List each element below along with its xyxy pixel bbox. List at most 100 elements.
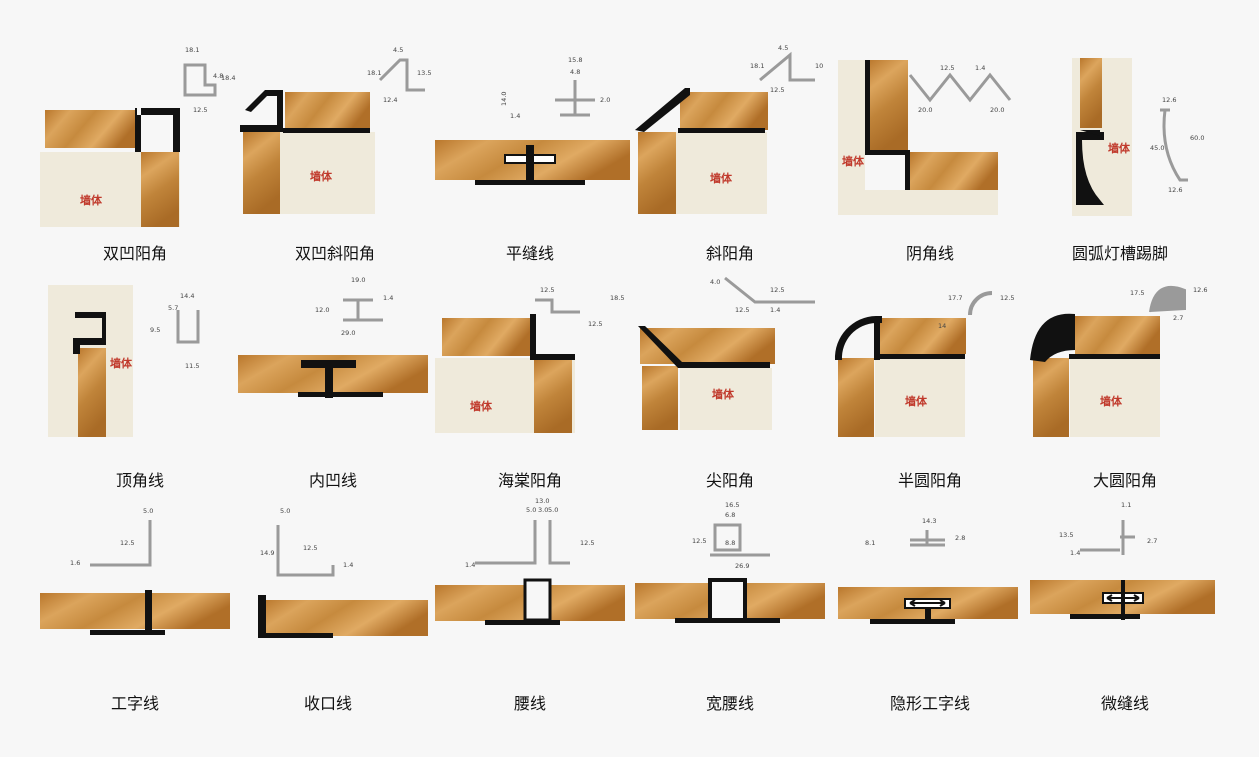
dim-label: 5.0 xyxy=(280,507,290,515)
item-label: 顶角线 xyxy=(115,471,164,490)
dim-label: 8.1 xyxy=(865,539,875,547)
dim-label: 12.5 xyxy=(735,306,749,314)
dim-label: 14 xyxy=(938,322,946,330)
dim-label: 12.6 xyxy=(1193,286,1207,294)
dim-label: 18.1 xyxy=(367,69,381,77)
dim-label: 12.5 xyxy=(770,86,784,94)
item-label: 半圆阳角 xyxy=(897,471,962,490)
dim-label: 4.0 xyxy=(710,278,720,286)
dim-label: 4.5 xyxy=(393,46,403,54)
wall-label: 墙体 xyxy=(110,356,133,370)
wall-label: 墙体 xyxy=(80,193,103,207)
wood-panel xyxy=(45,110,137,148)
item-label: 阴角线 xyxy=(905,244,954,263)
dim-label: 12.5 xyxy=(940,64,954,72)
dim-label: 2.7 xyxy=(1147,537,1157,545)
dim-label: 19.0 xyxy=(351,276,365,284)
dim-label: 12.0 xyxy=(315,306,329,314)
diagram-2: 墙体 4.5 18.1 12.4 13.5 双凹斜阳角 xyxy=(235,40,435,265)
wall-label: 墙体 xyxy=(1100,394,1123,408)
dim-label: 18.4 xyxy=(221,74,235,82)
dim-label: 13.5 xyxy=(417,69,431,77)
dim-label: 20.0 xyxy=(918,106,932,114)
diagram-7: 墙体 14.4 5.7 9.5 11.5 顶角线 xyxy=(40,270,240,495)
dim-label: 26.9 xyxy=(735,562,749,570)
wall-label: 墙体 xyxy=(710,171,733,185)
dim-label: 2.8 xyxy=(955,534,965,542)
dim-label: 12.6 xyxy=(1162,96,1176,104)
diagram-11: 墙体 17.7 12.5 14 半圆阳角 xyxy=(830,270,1030,495)
diagram-14: 5.0 14.9 12.5 1.4 收口线 xyxy=(228,495,428,720)
dim-label: 4.8 xyxy=(570,68,580,76)
item-label: 双凹阳角 xyxy=(102,244,167,263)
dim-label: 4.8 xyxy=(213,72,223,80)
dim-label: 9.5 xyxy=(150,326,160,334)
item-label: 微缝线 xyxy=(1100,694,1149,713)
item-label: 隐形工字线 xyxy=(889,694,970,713)
wall-label: 墙体 xyxy=(842,154,865,168)
dim-label: 18.1 xyxy=(750,62,764,70)
dim-label: 1.4 xyxy=(343,561,353,569)
dim-label: 4.5 xyxy=(778,44,788,52)
wall-label: 墙体 xyxy=(905,394,928,408)
dim-label: 12.5 xyxy=(303,544,317,552)
item-label: 圆弧灯槽踢脚 xyxy=(1071,244,1168,263)
wall-label: 墙体 xyxy=(1108,141,1131,155)
profile-drawing: 墙体 18.1 4.8 12.5 18.4 xyxy=(40,46,235,227)
dim-label: 14.3 xyxy=(922,517,936,525)
diagram-17: 14.3 8.1 2.8 隐形工字线 xyxy=(830,495,1030,720)
diagram-3: 15.8 4.8 14.0 2.0 1.4 平缝线 xyxy=(430,40,630,265)
dim-label: 12.5 xyxy=(770,286,784,294)
diagram-18: 1.1 13.5 1.4 2.7 微缝线 xyxy=(1025,495,1225,720)
dim-label: 29.0 xyxy=(341,329,355,337)
dim-label: 12.5 xyxy=(540,286,554,294)
dim-label: 12.5 xyxy=(1000,294,1014,302)
diagram-5: 墙体 12.5 20.0 20.0 1.4 阴角线 xyxy=(830,40,1030,265)
item-label: 大圆阳角 xyxy=(1092,471,1157,490)
dim-label: 14.0 xyxy=(500,92,508,106)
dim-label: 13.5 xyxy=(1059,531,1073,539)
dim-label: 17.5 xyxy=(1130,289,1144,297)
dim-label: 18.1 xyxy=(185,46,199,54)
item-label: 工字线 xyxy=(110,694,159,713)
dim-label: 1.4 xyxy=(1070,549,1080,557)
item-label: 双凹斜阳角 xyxy=(294,244,375,263)
diagram-9: 墙体 12.5 18.5 12.5 海棠阳角 xyxy=(430,270,630,495)
item-label: 尖阳角 xyxy=(705,471,754,490)
dim-label: 1.4 xyxy=(510,112,520,120)
dim-label: 18.5 xyxy=(610,294,624,302)
wall-label: 墙体 xyxy=(310,169,333,183)
dim-label: 6.8 xyxy=(725,511,735,519)
diagram-8: 19.0 12.0 1.4 29.0 内凹线 xyxy=(233,270,433,495)
diagram-13: 5.0 12.5 1.6 工字线 xyxy=(35,495,235,720)
dim-label: 15.8 xyxy=(568,56,582,64)
dim-label: 12.5 xyxy=(193,106,207,114)
dim-label: 12.5 xyxy=(588,320,602,328)
dim-label: 16.5 xyxy=(725,501,739,509)
diagram-16: 16.5 6.8 12.5 8.8 26.9 宽腰线 xyxy=(630,495,830,720)
item-label: 斜阳角 xyxy=(705,244,754,263)
item-label: 收口线 xyxy=(303,694,352,713)
dim-label: 12.5 xyxy=(120,539,134,547)
dim-label: 45.0 xyxy=(1150,144,1164,152)
item-label: 海棠阳角 xyxy=(497,471,562,490)
dim-label: 14.9 xyxy=(260,549,274,557)
dim-label: 5.0 xyxy=(143,507,153,515)
dim-label: 60.0 xyxy=(1190,134,1204,142)
dim-label: 1.6 xyxy=(70,559,80,567)
dim-label: 17.7 xyxy=(948,294,962,302)
diagram-10: 墙体 4.0 12.5 12.5 1.4 尖阳角 xyxy=(630,270,830,495)
dim-label: 1.4 xyxy=(383,294,393,302)
dim-label: 2.0 xyxy=(600,96,610,104)
dim-label: 12.4 xyxy=(383,96,397,104)
dim-label: 3.0 xyxy=(538,506,548,514)
wall-label: 墙体 xyxy=(470,399,493,413)
dim-label: 5.0 xyxy=(548,506,558,514)
dim-label: 10 xyxy=(815,62,823,70)
dim-label: 12.6 xyxy=(1168,186,1182,194)
dim-label: 5.0 xyxy=(526,506,536,514)
dim-label: 20.0 xyxy=(990,106,1004,114)
item-label: 腰线 xyxy=(513,694,546,713)
diagram-15: 13.0 5.0 3.0 5.0 12.5 1.4 腰线 xyxy=(430,495,630,720)
item-label: 平缝线 xyxy=(505,244,554,263)
